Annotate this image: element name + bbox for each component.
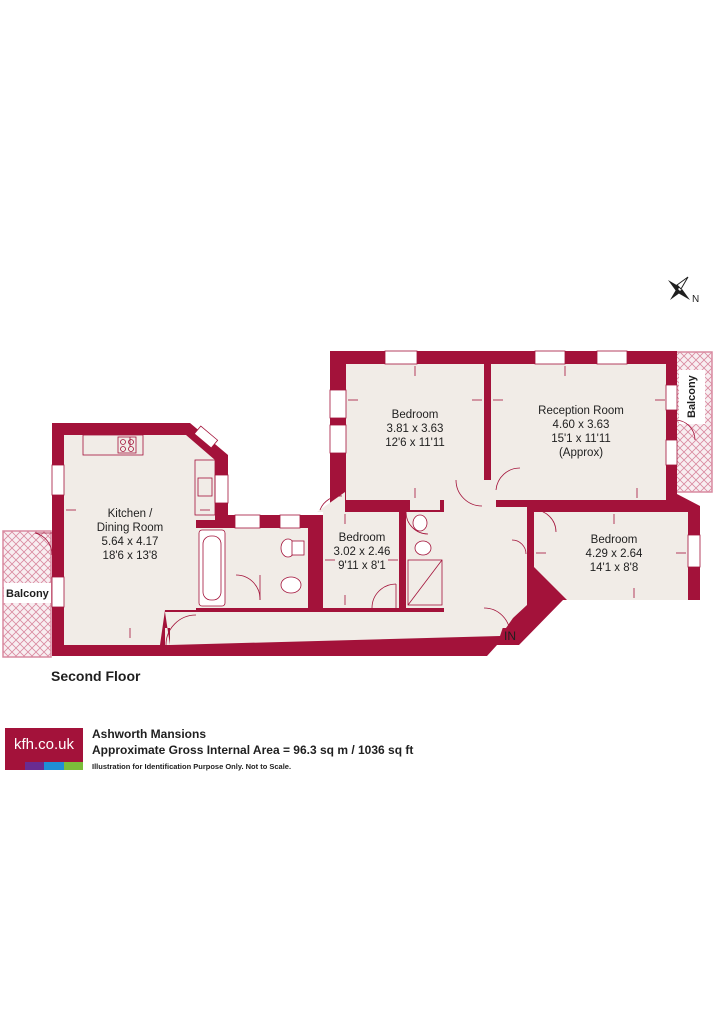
- kitchen-metric: 5.64 x 4.17: [102, 536, 159, 548]
- bedroom-top-name: Bedroom: [392, 409, 439, 421]
- kitchen-units: [82, 434, 216, 516]
- bedroom-right-name: Bedroom: [591, 534, 638, 546]
- reception-imperial: 15'1 x 11'11: [551, 433, 611, 445]
- bedroom-small-imperial: 9'11 x 8'1: [338, 560, 386, 572]
- compass-north-label: N: [692, 294, 699, 305]
- bedroom-small-name: Bedroom: [339, 532, 386, 544]
- logo-bar-1: [5, 762, 25, 770]
- kitchen-name-1: Kitchen /: [108, 508, 154, 520]
- disclaimer: Illustration for Identification Purpose …: [92, 762, 292, 771]
- entrance-label: IN: [504, 629, 516, 643]
- doors: [34, 419, 696, 646]
- logo-text: kfh.co.uk: [5, 728, 83, 762]
- kitchen-imperial: 18'6 x 13'8: [103, 550, 158, 562]
- bathroom-fittings: [198, 514, 443, 607]
- compass-icon: [668, 276, 690, 300]
- windows: [51, 350, 701, 608]
- reception-metric: 4.60 x 3.63: [553, 419, 610, 431]
- dimension-markers: [66, 366, 686, 638]
- walls: [52, 351, 700, 656]
- logo-bar-2: [25, 762, 44, 770]
- gross-area: Approximate Gross Internal Area = 96.3 s…: [92, 743, 414, 757]
- bedroom-right-metric: 4.29 x 2.64: [586, 548, 644, 560]
- bedroom-small-metric: 3.02 x 2.46: [334, 546, 391, 558]
- floor-label: Second Floor: [51, 668, 141, 684]
- property-title: Ashworth Mansions: [92, 727, 207, 741]
- logo-bar-4: [64, 762, 83, 770]
- kfh-logo[interactable]: kfh.co.uk: [5, 728, 83, 770]
- floor-plan: N Balcony Balcony: [2, 276, 713, 658]
- bedroom-top-imperial: 12'6 x 11'11: [385, 437, 445, 449]
- kitchen-name-2: Dining Room: [97, 522, 163, 534]
- logo-bar-3: [44, 762, 64, 770]
- bedroom-top-metric: 3.81 x 3.63: [387, 423, 444, 435]
- balcony-left-label: Balcony: [6, 588, 50, 600]
- reception-name: Reception Room: [538, 405, 624, 417]
- reception-note: (Approx): [559, 447, 603, 459]
- balcony-right-label: Balcony: [686, 374, 698, 418]
- bedroom-right-imperial: 14'1 x 8'8: [590, 562, 639, 574]
